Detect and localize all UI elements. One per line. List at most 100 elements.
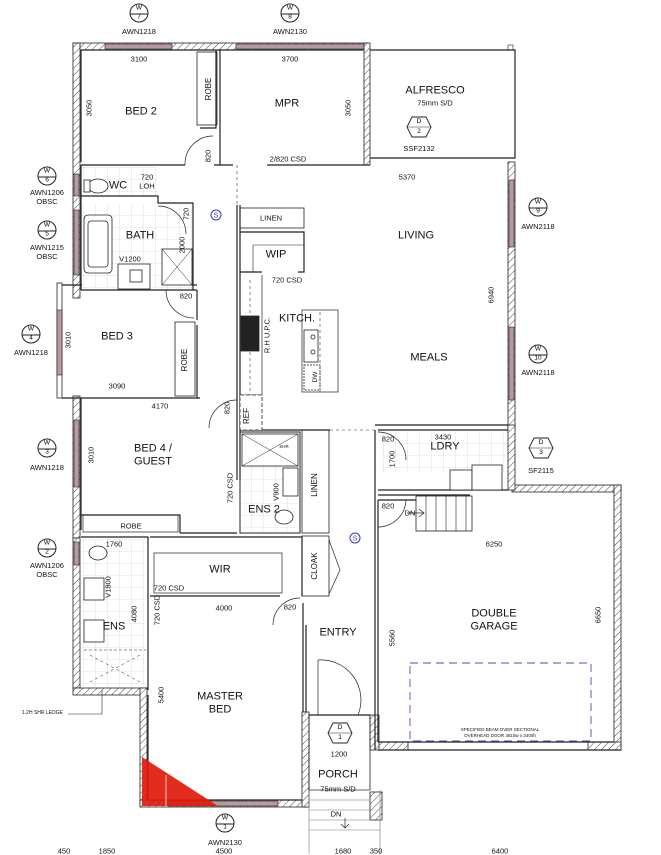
window-code-w3: AWN1218 bbox=[30, 463, 64, 472]
room-label-cloak: CLOAK bbox=[310, 552, 319, 580]
dim-wir-width: 4000 bbox=[215, 603, 233, 613]
dim-entry-door: 820 bbox=[283, 602, 297, 612]
smoke-detector-icon: S bbox=[210, 209, 222, 221]
dim-mpr-depth: 3050 bbox=[343, 99, 353, 117]
window-code-w9: AWN2118 bbox=[521, 222, 555, 231]
porch-subtext: 75mm S/D bbox=[320, 784, 356, 794]
window-number: 5 bbox=[45, 230, 49, 237]
window-number: 9 bbox=[536, 207, 540, 214]
dim-bottom-1680: 1680 bbox=[334, 846, 352, 855]
porch-arrow bbox=[340, 818, 350, 829]
room-label-mpr: MPR bbox=[274, 97, 300, 110]
dim-ens2-vanity: V900 bbox=[271, 483, 281, 501]
window-number: 10 bbox=[534, 354, 542, 361]
dim-mpr-width: 3700 bbox=[281, 54, 299, 64]
room-label-robe-bed4: ROBE bbox=[120, 521, 142, 531]
windows bbox=[56, 43, 515, 807]
dim-garage-width: 6250 bbox=[485, 539, 503, 549]
room-label-wip: WIP bbox=[265, 248, 287, 261]
dim-living-depth: 6940 bbox=[486, 286, 496, 304]
door-tag-d2: D 2 bbox=[406, 116, 432, 138]
stair-dn-label: DN bbox=[404, 508, 416, 518]
dashed-guides bbox=[236, 165, 375, 431]
room-label-ens: ENS bbox=[102, 620, 126, 633]
window-tag-w6: W 6 bbox=[37, 166, 57, 186]
door-type: D bbox=[337, 724, 343, 731]
window-code-w5: AWN1215 OBSC bbox=[30, 243, 64, 261]
dim-hall-width: 4170 bbox=[151, 401, 169, 411]
window-number: 8 bbox=[288, 13, 292, 20]
shower-label: SHR bbox=[279, 444, 289, 450]
rangehood-label: R.H U.P.C. bbox=[262, 316, 272, 354]
dim-wir-door: 720 CSD bbox=[153, 583, 185, 593]
room-label-ens2: ENS 2 bbox=[248, 503, 280, 516]
garage-line2: GARAGE bbox=[470, 620, 518, 632]
garage-line1: DOUBLE bbox=[471, 607, 517, 620]
window-tag-w4: W 4 bbox=[21, 324, 41, 344]
window-code-w6: AWN1206 OBSC bbox=[30, 188, 64, 206]
dim-bottom-350: 350 bbox=[369, 846, 383, 855]
highlight-marker bbox=[142, 757, 218, 806]
window-type: W bbox=[43, 539, 51, 547]
room-label-living: LIVING bbox=[397, 229, 435, 242]
window-number: 3 bbox=[45, 448, 49, 455]
window-type: W bbox=[27, 325, 35, 333]
dim-ens2-door: 720 CSD bbox=[225, 472, 235, 504]
window-code-w8: AWN2130 bbox=[273, 27, 307, 36]
smoke-detector-icon: S bbox=[349, 532, 361, 544]
dim-ens-width: 1760 bbox=[105, 539, 123, 549]
dim-bottom-6400: 6400 bbox=[491, 846, 509, 855]
room-label-kitchen: KITCH. bbox=[278, 312, 316, 325]
dim-garage-depth-left: 5560 bbox=[387, 629, 397, 647]
window-number: 7 bbox=[137, 13, 141, 20]
note-shr-ledge: 1.2H SHR LEDGE bbox=[22, 710, 63, 716]
door-swings bbox=[157, 135, 407, 716]
window-tag-w5: W 5 bbox=[37, 220, 57, 240]
dim-bed2-width: 3100 bbox=[130, 54, 148, 64]
tiled-wet-areas bbox=[82, 167, 507, 687]
door-type: D bbox=[538, 439, 544, 446]
door-number: 2 bbox=[417, 127, 421, 135]
door-tag-d1: D 1 bbox=[327, 722, 353, 744]
dim-mpr-door: 2/820 CSD bbox=[269, 154, 307, 164]
room-label-master-bed: MASTER BED bbox=[197, 690, 243, 715]
window-tag-w1: W 1 bbox=[215, 813, 235, 833]
room-label-bed4: BED 4 / GUEST bbox=[134, 442, 172, 467]
room-label-porch: PORCH bbox=[318, 768, 358, 781]
window-type: W bbox=[286, 4, 294, 12]
dim-bed2-depth: 3050 bbox=[84, 99, 94, 117]
door-code-d2: SSF2132 bbox=[403, 144, 435, 153]
room-label-bath: BATH bbox=[125, 229, 155, 242]
room-label-robe-bed3: ROBE bbox=[180, 348, 189, 372]
window-code: AWN1215 bbox=[30, 243, 64, 252]
dim-porch-width: 1200 bbox=[330, 749, 348, 759]
shr-ledge-leader bbox=[68, 690, 103, 715]
window-type: W bbox=[534, 198, 542, 206]
room-label-bed3: BED 3 bbox=[101, 330, 133, 343]
window-note: OBSC bbox=[36, 570, 58, 579]
dim-ens-vanity: V1800 bbox=[103, 576, 113, 598]
dim-bath-vanity: V1200 bbox=[119, 254, 141, 264]
door-tag-d3: D 3 bbox=[528, 437, 554, 459]
dim-bed2-door: 820 bbox=[203, 149, 213, 163]
dim-bed3-door: 820 bbox=[179, 291, 193, 301]
dim-bed4-depth: 3010 bbox=[86, 446, 96, 464]
window-note: OBSC bbox=[36, 252, 58, 261]
bed4-line2: GUEST bbox=[134, 455, 172, 467]
dim-ldry-width: 3430 bbox=[434, 432, 452, 442]
window-tag-w8: W 8 bbox=[280, 3, 300, 23]
room-label-alfresco: ALFRESCO bbox=[405, 84, 465, 97]
beam-note-line1: SPECIFIED BEAM OVER SECTIONAL bbox=[460, 727, 540, 733]
external-walls bbox=[56, 42, 622, 821]
dim-garage-depth-right: 6650 bbox=[593, 606, 603, 624]
window-number: 4 bbox=[29, 334, 33, 341]
dishwasher-label: DW bbox=[311, 371, 319, 383]
room-label-meals: MEALS bbox=[410, 351, 448, 364]
dim-bottom-450: 450 bbox=[57, 846, 71, 855]
window-code: AWN1206 bbox=[30, 188, 64, 197]
dim-bed4-door: 820 bbox=[222, 401, 232, 415]
dim-ens-door: 720 CSD bbox=[152, 594, 162, 626]
stair-arrow bbox=[407, 508, 425, 518]
dim-garage-door-in: 820 bbox=[381, 501, 395, 511]
